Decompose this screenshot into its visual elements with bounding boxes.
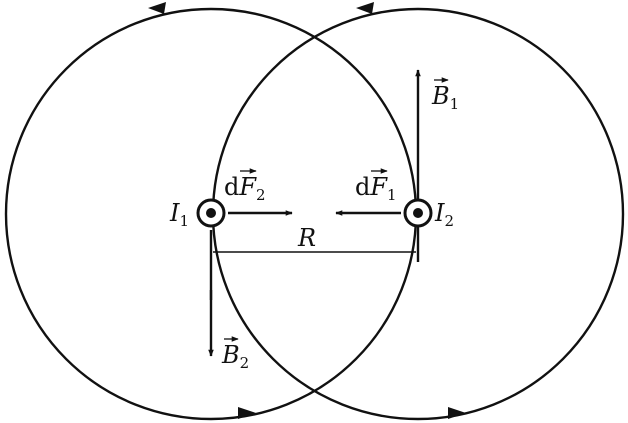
label-dF2-symbol: F bbox=[238, 173, 257, 201]
circulation-arrow-i1-top bbox=[148, 2, 166, 14]
label-i2-sub: 2 bbox=[444, 212, 454, 230]
wire-i2-symbol bbox=[403, 198, 433, 228]
label-dF2-sub: 2 bbox=[256, 186, 266, 204]
label-i1-sub: 1 bbox=[179, 212, 189, 230]
label-dF1-symbol: F bbox=[369, 173, 388, 201]
label-i1: I1 bbox=[169, 199, 189, 230]
label-B1: B1 bbox=[431, 77, 459, 113]
label-dF1-prefix: d bbox=[355, 173, 370, 201]
svg-text:dF2: dF2 bbox=[224, 173, 266, 204]
label-B1-symbol: B bbox=[431, 82, 450, 110]
circulation-arrow-i1-bottom bbox=[238, 407, 256, 419]
label-separation-R: R bbox=[297, 224, 316, 252]
svg-text:B2: B2 bbox=[221, 341, 249, 372]
label-B2-sub: 2 bbox=[240, 354, 250, 372]
label-i1-symbol: I bbox=[169, 199, 180, 227]
wire-i1-symbol bbox=[196, 198, 226, 228]
label-B2-symbol: B bbox=[221, 341, 240, 369]
label-B1-sub: 1 bbox=[450, 95, 460, 113]
svg-text:B1: B1 bbox=[431, 82, 459, 113]
circulation-arrow-i2-bottom bbox=[448, 407, 466, 419]
label-dF1-sub: 1 bbox=[387, 186, 397, 204]
label-B2: B2 bbox=[221, 336, 249, 372]
label-dF2: dF2 bbox=[224, 168, 266, 204]
label-i2: I2 bbox=[434, 199, 454, 230]
label-i2-symbol: I bbox=[434, 199, 445, 227]
label-dF1: dF1 bbox=[355, 168, 397, 204]
svg-text:dF1: dF1 bbox=[355, 173, 397, 204]
circulation-arrow-i2-top bbox=[356, 2, 374, 14]
label-dF2-prefix: d bbox=[224, 173, 239, 201]
